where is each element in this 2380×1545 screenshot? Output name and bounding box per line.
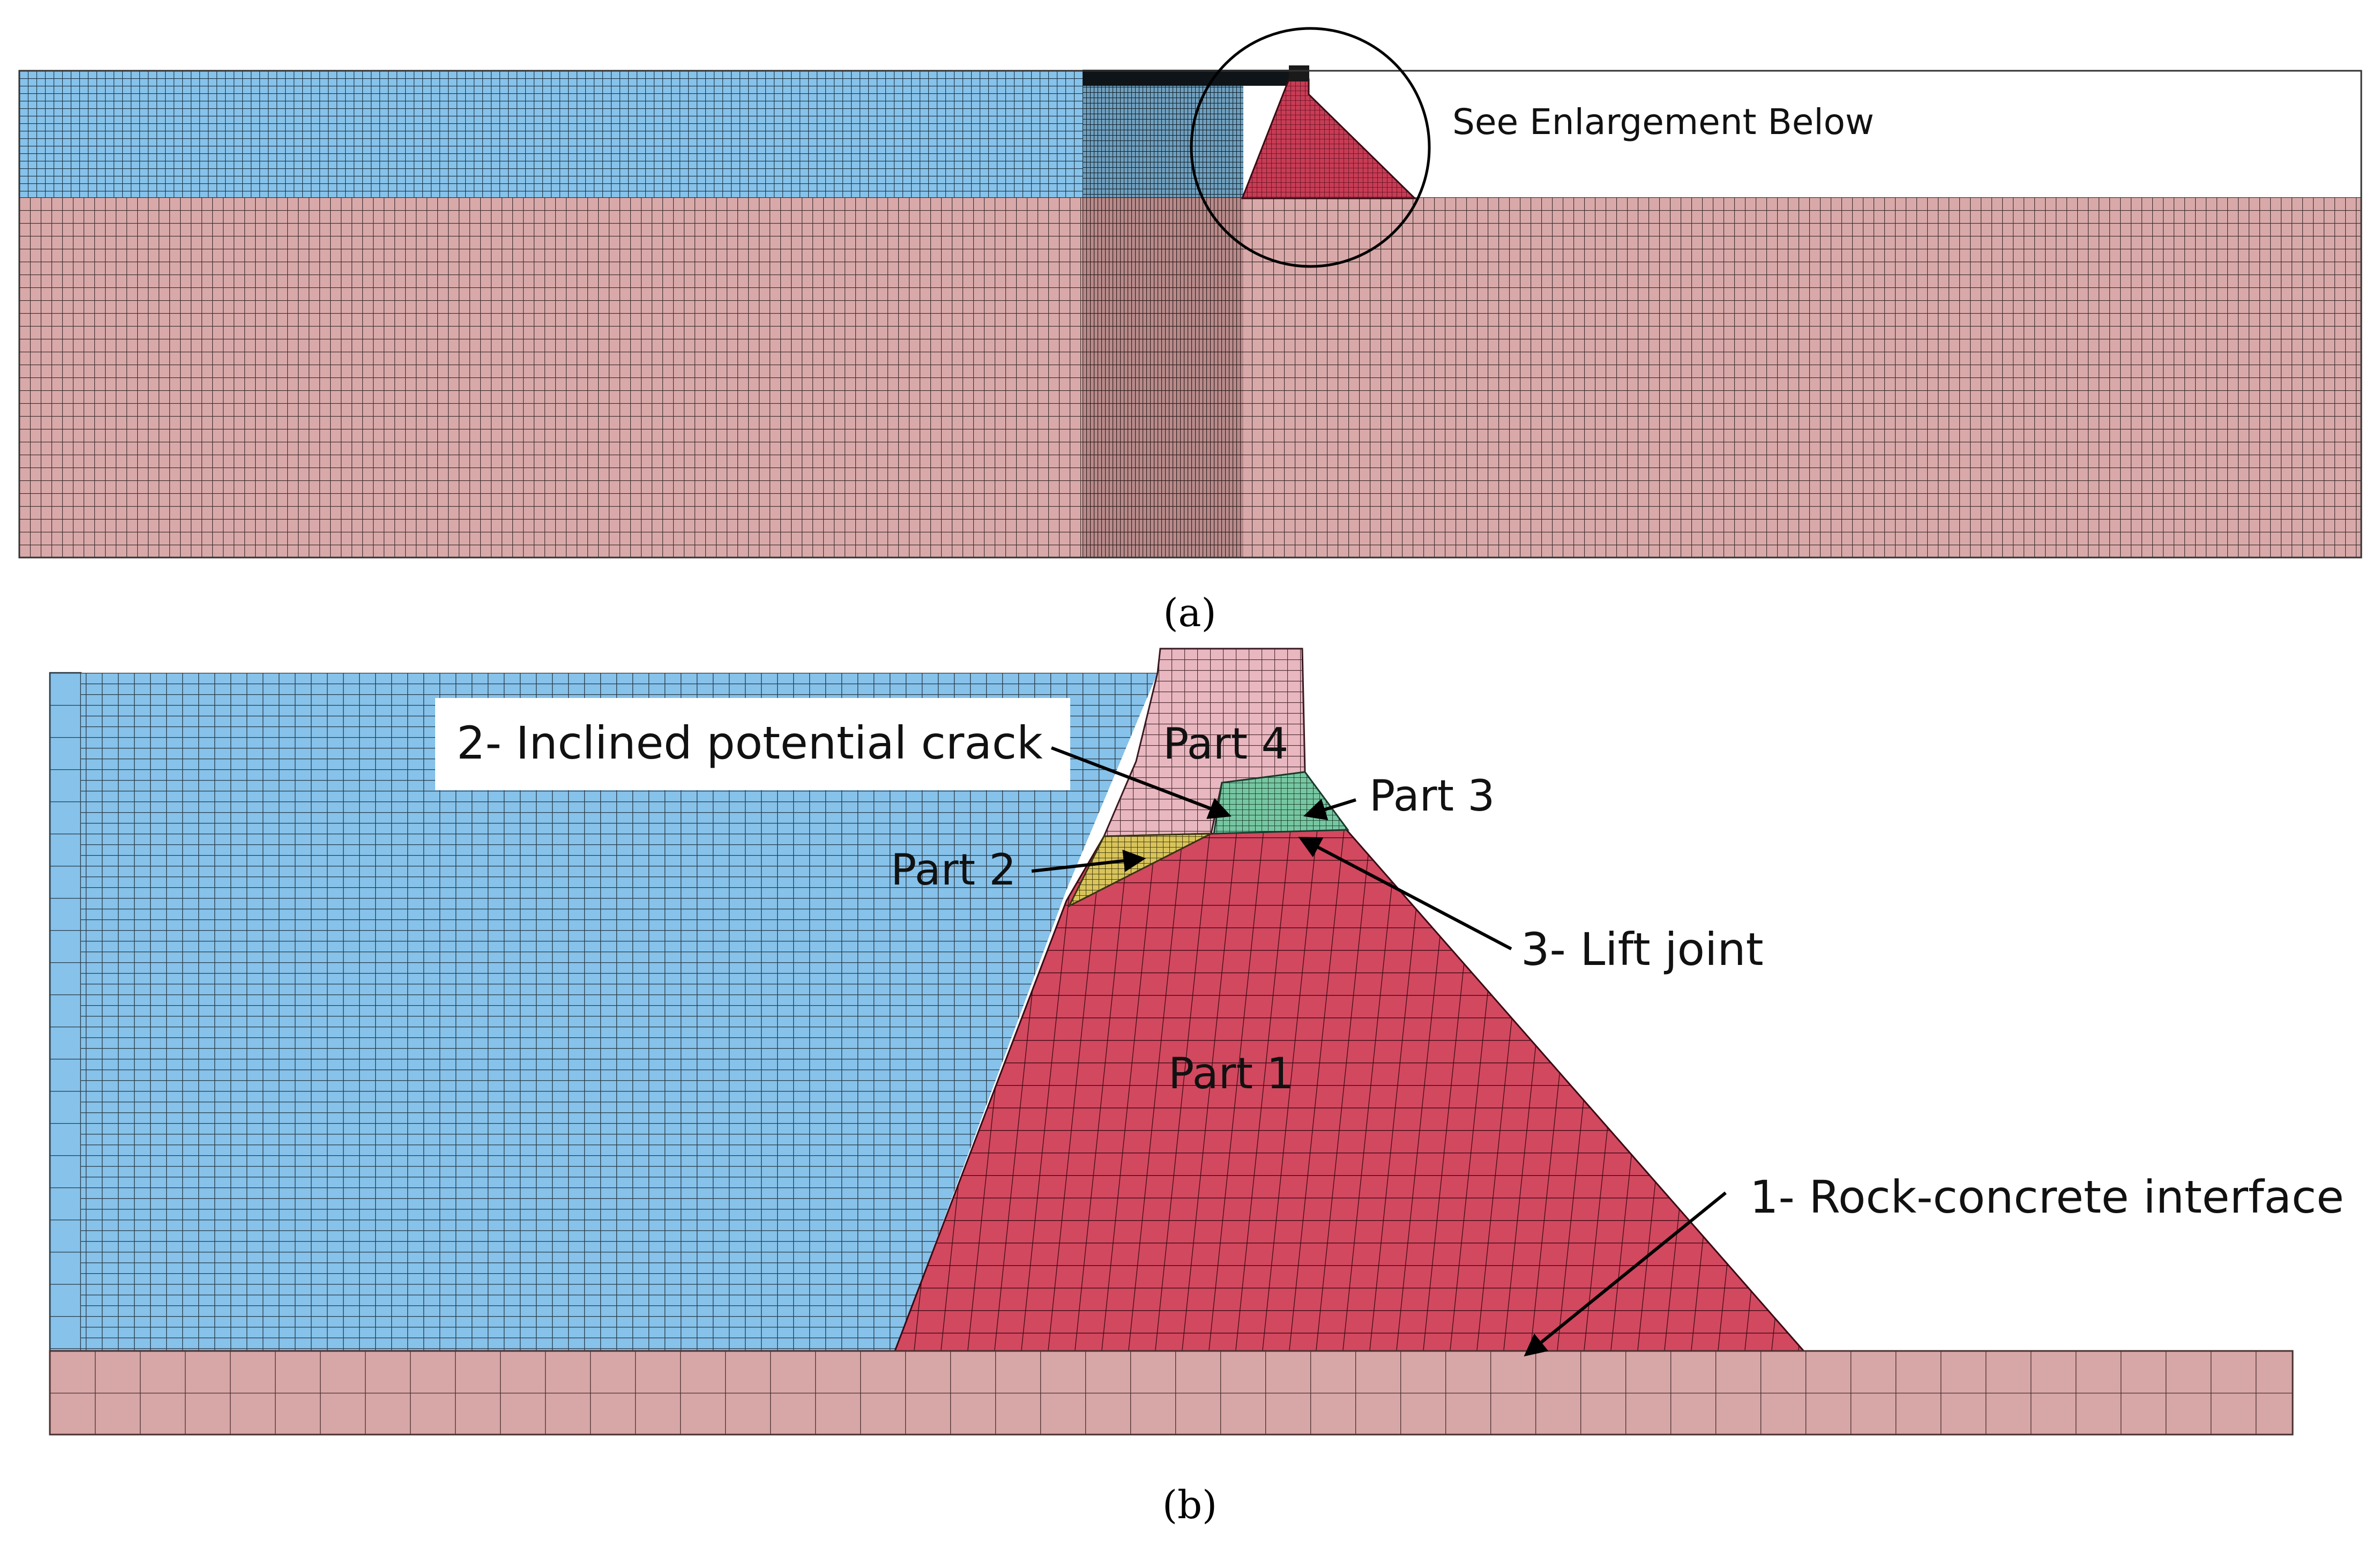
crack-arrow	[1050, 746, 1232, 819]
part3-label: Part 3	[1369, 771, 1495, 821]
crack-label: 2- Inclined potential crack	[457, 717, 1043, 769]
part2-arrow	[1031, 849, 1146, 873]
caption-a: (a)	[1163, 590, 1216, 635]
panel-b: 2- Inclined potential crack Part 4 Part …	[49, 648, 2344, 1527]
lift-joint-label: 3- Lift joint	[1521, 923, 1764, 976]
part1-label: Part 1	[1168, 1049, 1294, 1098]
crack-label-box	[435, 698, 1070, 790]
reservoir-refined-mesh-a	[1083, 71, 1243, 197]
lift-joint-arrow	[1298, 837, 1512, 950]
foundation-mesh-b	[49, 1350, 2294, 1436]
part3-arrow	[1303, 798, 1356, 821]
reservoir-top-band-a	[1083, 70, 1308, 86]
reservoir-edge-strip	[49, 672, 82, 1355]
reservoir-mesh-a	[19, 71, 1086, 197]
dam-part3-mesh	[1213, 771, 1349, 835]
enlargement-note: See Enlargement Below	[1452, 101, 1874, 143]
interface-label: 1- Rock-concrete interface	[1750, 1171, 2344, 1223]
part4-label: Part 4	[1163, 719, 1288, 769]
reservoir-mesh-b	[81, 673, 1158, 1354]
panel-a: See Enlargement Below (a)	[18, 27, 2362, 635]
foundation-refined-mesh-a	[1083, 197, 1243, 558]
enlargement-circle	[1190, 27, 1431, 268]
part2-label: Part 2	[891, 845, 1016, 895]
caption-b: (b)	[1162, 1482, 1217, 1527]
interface-arrow	[1524, 1191, 1727, 1357]
dam-mesh-a	[1241, 78, 1417, 199]
dam-crest-a	[1289, 65, 1309, 81]
